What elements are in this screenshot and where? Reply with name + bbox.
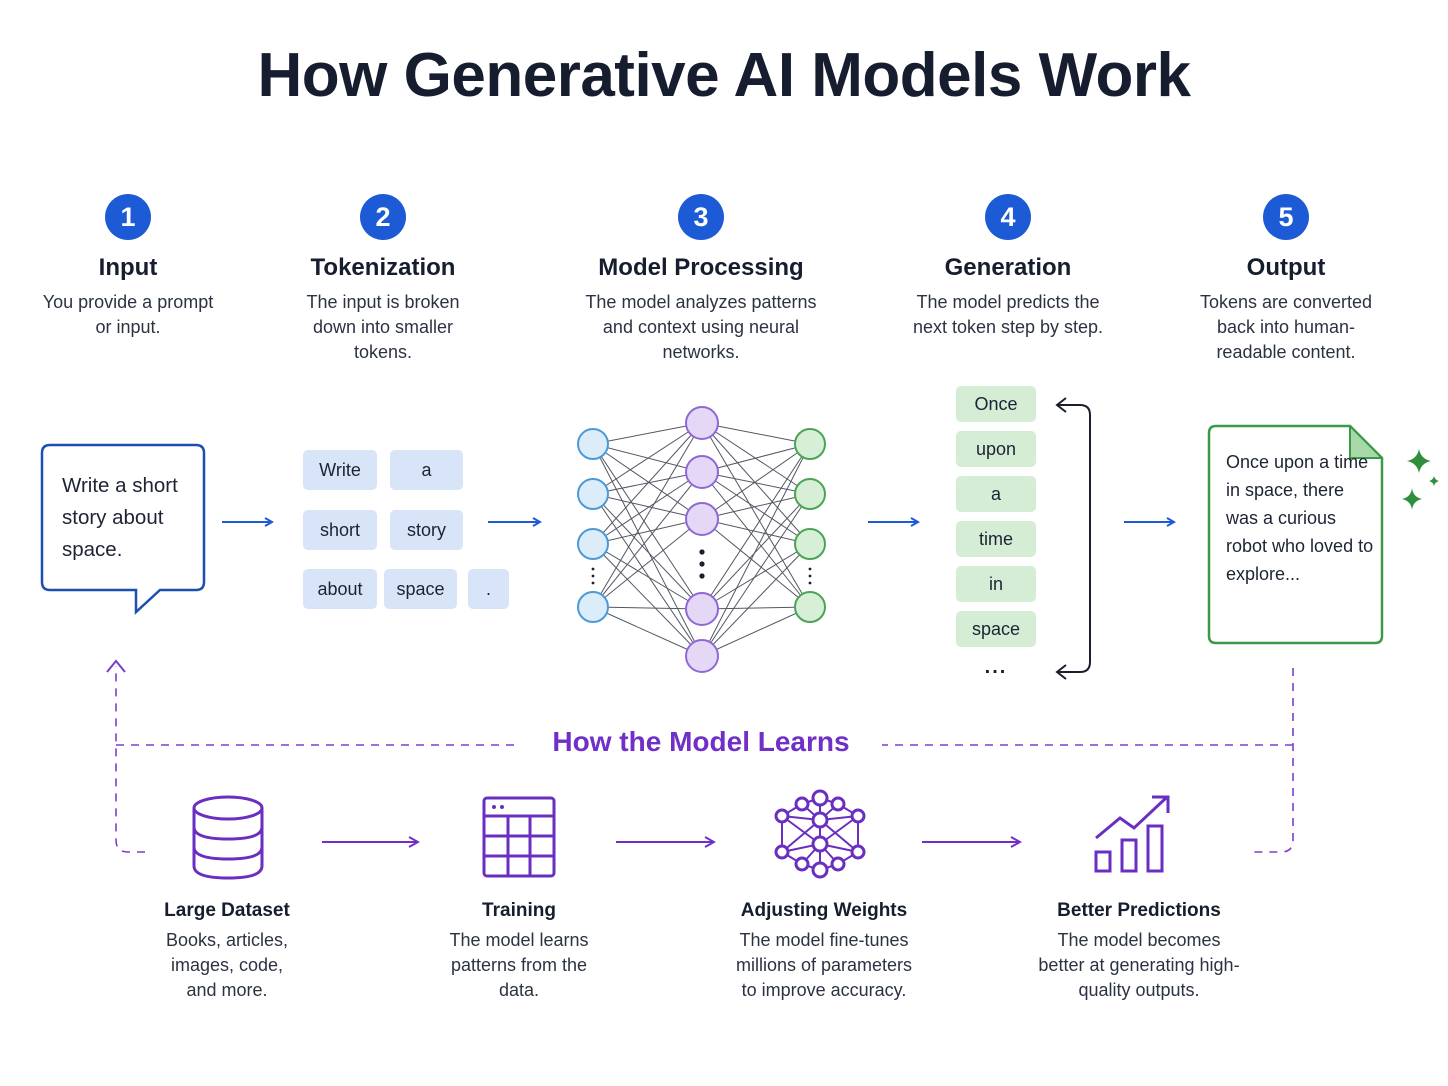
step-tokenization: 2 Tokenization The input is broken down … — [253, 194, 513, 365]
network-nodes — [577, 406, 826, 673]
learn-step-predictions: Better Predictions The model becomes bet… — [1010, 900, 1268, 1003]
input-layer-node — [577, 528, 609, 560]
learn-step-weights: Adjusting Weights The model fine-tunes m… — [701, 900, 947, 1003]
input-layer-node — [577, 428, 609, 460]
step-number-badge: 3 — [678, 194, 724, 240]
step-number-badge: 5 — [1263, 194, 1309, 240]
output-document — [1207, 424, 1384, 645]
loop-arrow-head — [1055, 664, 1067, 680]
output-layer-node — [794, 591, 826, 623]
step-number-badge: 2 — [360, 194, 406, 240]
neural-network-icon — [774, 789, 866, 879]
growth-chart-icon — [1094, 795, 1170, 873]
token-chip: a — [390, 450, 463, 490]
step-label: Generation — [944, 254, 1072, 281]
learn-step-description: The model fine-tunes millions of paramet… — [735, 930, 913, 1000]
generated-token: space — [956, 611, 1036, 647]
speech-bubble — [40, 443, 206, 615]
hidden-layer-node — [685, 406, 719, 440]
generated-token: Once — [956, 386, 1036, 422]
learn-step-label: Adjusting Weights — [740, 900, 908, 921]
input-layer-node — [577, 591, 609, 623]
learn-step-description: The model becomes better at generating h… — [1038, 930, 1240, 1000]
step-description: The model predicts the next token step b… — [912, 292, 1104, 337]
step-description: You provide a prompt or input. — [42, 292, 214, 337]
sparkle-icon — [1402, 449, 1439, 510]
hidden-layer-node — [685, 455, 719, 489]
network-ellipsis — [591, 549, 812, 585]
output-text: Once upon a time in space, there was a c… — [1226, 452, 1374, 584]
output-layer-node — [794, 428, 826, 460]
step-label: Model Processing — [598, 254, 804, 281]
output-layer-node — [794, 528, 826, 560]
step-input: 1 Input You provide a prompt or input. — [0, 194, 258, 340]
generated-token: a — [956, 476, 1036, 512]
generated-ellipsis: ... — [984, 656, 1008, 678]
generated-token: time — [956, 521, 1036, 557]
generation-loop-bracket — [1058, 404, 1091, 673]
page-title: How Generative AI Models Work — [257, 41, 1191, 110]
step-model-processing: 3 Model Processing The model analyzes pa… — [551, 194, 851, 365]
feedback-arrow-head — [106, 659, 126, 673]
hidden-layer-node — [685, 502, 719, 536]
step-description: Tokens are converted back into human-rea… — [1199, 292, 1373, 362]
input-layer-node — [577, 478, 609, 510]
token-chip: space — [384, 569, 457, 609]
database-icon — [192, 795, 264, 880]
learn-section-title: How the Model Learns — [520, 726, 882, 758]
hidden-layer-node — [685, 592, 719, 626]
step-label: Output — [1246, 254, 1326, 281]
document-fold — [1349, 425, 1383, 459]
learn-step-training: Training The model learns patterns from … — [399, 900, 639, 1003]
step-description: The model analyzes patterns and context … — [585, 292, 817, 362]
step-output: 5 Output Tokens are converted back into … — [1156, 194, 1416, 365]
step-number-badge: 4 — [985, 194, 1031, 240]
step-description: The input is broken down into smaller to… — [306, 292, 460, 362]
generated-token: in — [956, 566, 1036, 602]
step-label: Tokenization — [310, 254, 456, 281]
loop-arrow-head — [1055, 397, 1067, 413]
token-chip: short — [303, 510, 377, 550]
output-layer-node — [794, 478, 826, 510]
step-number-badge: 1 — [105, 194, 151, 240]
learn-step-description: Books, articles, images, code, and more. — [165, 930, 289, 1000]
learn-step-label: Training — [482, 900, 556, 921]
token-chip: Write — [303, 450, 377, 490]
grid-table-icon — [482, 796, 556, 878]
network-connections — [592, 422, 811, 657]
generated-token: upon — [956, 431, 1036, 467]
hidden-layer-node — [685, 639, 719, 673]
learn-step-label: Better Predictions — [1057, 900, 1221, 921]
step-generation: 4 Generation The model predicts the next… — [878, 194, 1138, 340]
learn-step-description: The model learns patterns from the data. — [449, 930, 589, 1000]
token-chip: . — [468, 569, 509, 609]
input-prompt-text: Write a short story about space. — [62, 474, 178, 561]
token-chip: about — [303, 569, 377, 609]
step-label: Input — [98, 254, 158, 281]
learn-step-label: Large Dataset — [164, 900, 290, 921]
token-chip: story — [390, 510, 463, 550]
learn-step-dataset: Large Dataset Books, articles, images, c… — [107, 900, 347, 1003]
learning-loop-dashed — [115, 666, 1294, 853]
grid-dots — [492, 805, 504, 809]
